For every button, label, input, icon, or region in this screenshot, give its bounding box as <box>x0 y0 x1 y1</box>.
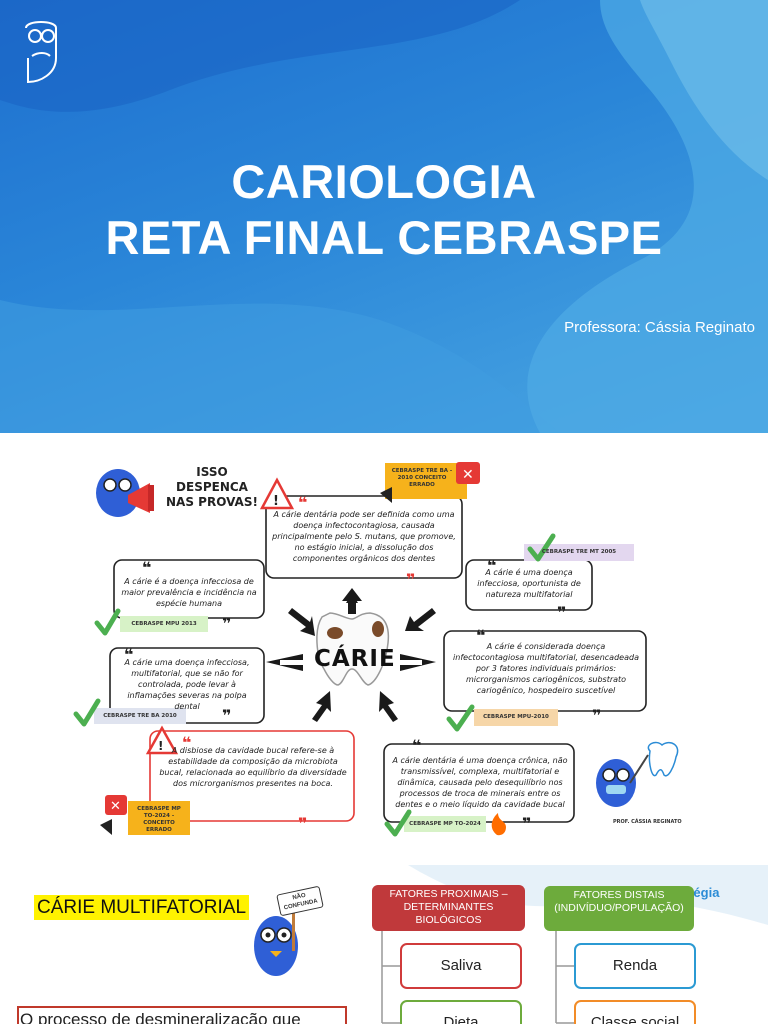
owl-megaphone-mascot-icon <box>96 469 154 517</box>
statement-4-tag: CEBRASPE TRE BA 2010 <box>103 713 177 719</box>
cover-title-line1: CARIOLOGIA <box>231 155 537 208</box>
process-box <box>17 1006 347 1024</box>
mindmap-header: ISSO DESPENCA NAS PROVAS! <box>166 465 258 509</box>
professor-name: Professora: Cássia Reginato <box>564 319 755 336</box>
svg-text:❝: ❝ <box>412 736 421 755</box>
fatores-slide: estratégia FATORES PROXIMAIS – DETERMINA… <box>368 865 768 1024</box>
carie-mind-map: ❝ ❞ ❝ ❞ ❝ ❞ ❝ ❞ ❝ ❞ ❝ ❞ ❝ ❞ ! <box>0 433 768 865</box>
svg-text:❞: ❞ <box>222 706 231 725</box>
proximal-factors-header: FATORES PROXIMAIS – DETERMINANTES BIOLÓG… <box>372 885 525 931</box>
check-icon <box>527 533 556 562</box>
distal-factors-header: FATORES DISTAIS (INDIVÍDUO/POPULAÇÃO) <box>544 886 694 931</box>
svg-text:✕: ✕ <box>110 799 121 814</box>
statement-2-text: A cárie é a doença infecciosa de maior p… <box>121 577 257 608</box>
warning-icon: ! <box>259 477 295 510</box>
svg-text:❞: ❞ <box>522 814 531 833</box>
factor-dieta: Dieta <box>400 1000 522 1024</box>
owl-dentist-mascot-icon <box>596 741 679 807</box>
svg-text:❞: ❞ <box>406 570 415 589</box>
section-heading: CÁRIE MULTIFATORIAL <box>34 895 250 920</box>
check-icon <box>73 698 101 727</box>
carie-multifatorial-slide: CÁRIE MULTIFATORIAL NÃO CONFUNDA O proce… <box>0 865 368 1024</box>
tooth-icon <box>316 612 390 686</box>
statement-2-tag: CEBRASPE MPU 2013 <box>131 621 197 627</box>
owl-mascot-icon <box>254 911 298 976</box>
mind-map-graphics: ❝ ❞ ❝ ❞ ❝ ❞ ❝ ❞ ❝ ❞ ❝ ❞ ❝ ❞ ! <box>73 462 679 837</box>
statement-box-1 <box>265 495 463 579</box>
statement-7-tag: CEBRASPE MP TO-2024 <box>409 821 481 827</box>
check-icon <box>384 809 412 837</box>
svg-text:❝: ❝ <box>182 733 191 752</box>
statement-box-4 <box>109 647 265 724</box>
factor-saliva: Saliva <box>400 943 522 989</box>
check-icon <box>446 704 475 732</box>
cover-background-shapes <box>0 0 768 433</box>
statement-6-text: A disbiose da cavidade bucal refere-se à… <box>159 746 347 788</box>
direction-arrows <box>266 588 436 722</box>
statement-4-text: A cárie uma doença infecciosa, multifato… <box>124 658 250 711</box>
statement-1-tag: CEBRASPE TRE BA - 2010 CONCEITO ERRADO <box>391 468 453 488</box>
statement-3-text: A cárie é uma doença infecciosa, oportun… <box>477 568 581 599</box>
statement-5-tag: CEBRASPE MPU-2010 <box>483 714 549 720</box>
svg-text:❝: ❝ <box>487 556 496 575</box>
svg-text:!: ! <box>273 494 279 509</box>
statement-box-6 <box>149 730 355 822</box>
svg-text:❞: ❞ <box>222 614 231 633</box>
svg-text:❝: ❝ <box>142 558 151 577</box>
svg-text:❝: ❝ <box>124 645 133 664</box>
svg-text:❝: ❝ <box>298 493 307 512</box>
svg-text:❞: ❞ <box>298 814 307 833</box>
statement-7-text: A cárie dentária é uma doença crônica, n… <box>392 756 568 809</box>
svg-text:❞: ❞ <box>592 706 601 725</box>
check-icon <box>94 608 121 636</box>
statement-5-text: A cárie é considerada doença infectocont… <box>453 642 639 695</box>
svg-text:❞: ❞ <box>557 603 566 622</box>
svg-text:!: ! <box>158 739 163 753</box>
cover-title-line2: RETA FINAL CEBRASPE <box>105 211 663 264</box>
statement-6-tag: CEBRASPE MP TO-2024 - CONCEITO ERRADO <box>137 806 181 833</box>
statement-1-text: A cárie dentária pode ser definida como … <box>272 510 456 563</box>
factor-classe-social: Classe social <box>574 1000 696 1024</box>
owl-logo-icon <box>25 21 57 84</box>
cover-slide: CARIOLOGIA RETA FINAL CEBRASPE Professor… <box>0 0 768 433</box>
process-text: O processo de desmineralização que <box>20 1010 301 1024</box>
svg-text:❝: ❝ <box>476 626 485 645</box>
statement-3-tag: CEBRASPE TRE MT 2005 <box>541 549 617 555</box>
center-concept: CÁRIE <box>314 646 396 672</box>
warning-icon: ! <box>145 725 179 755</box>
mindmap-author: PROF. CÁSSIA REGINATO <box>613 819 682 825</box>
factor-renda: Renda <box>574 943 696 989</box>
svg-text:✕: ✕ <box>462 467 474 483</box>
